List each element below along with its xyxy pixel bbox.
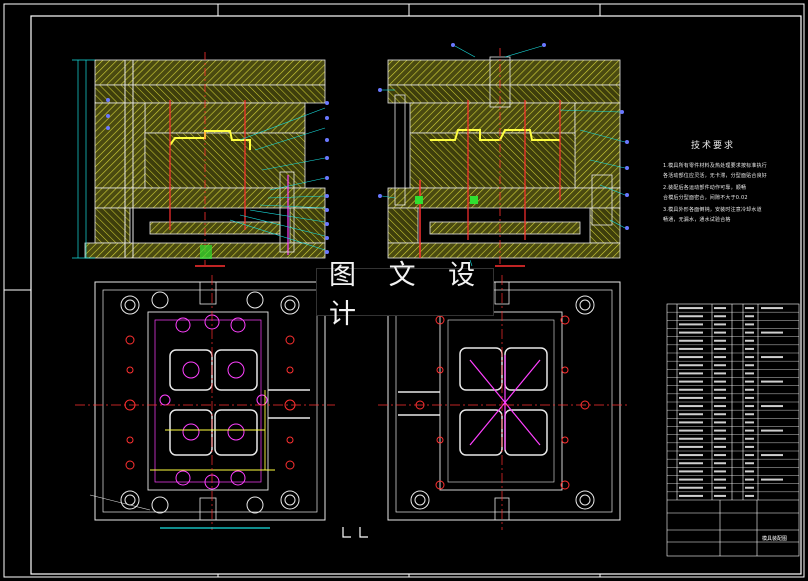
parts-cell-text <box>761 380 783 383</box>
parts-cell-text <box>679 470 703 473</box>
parts-cell-text <box>714 364 726 367</box>
parts-cell-text <box>679 315 703 318</box>
parts-cell-text <box>745 347 754 350</box>
plan-view-left <box>75 275 335 530</box>
parts-cell-text <box>714 494 726 497</box>
parts-cell-text <box>714 396 726 399</box>
parts-cell-text <box>679 454 703 457</box>
parts-cell-text <box>679 429 703 432</box>
parts-cell-text <box>679 413 703 416</box>
parts-cell-text <box>745 413 754 416</box>
parts-cell-text <box>745 331 754 334</box>
note-line: 2.装配后各运动部件动作可靠，顺畅 <box>663 185 747 191</box>
parts-cell-text <box>679 380 703 383</box>
parts-cell-text <box>745 372 754 375</box>
parts-cell-text <box>714 454 726 457</box>
parts-cell-text <box>745 364 754 367</box>
parts-cell-text <box>679 372 703 375</box>
sheet-inner-border <box>30 15 802 575</box>
watermark-label: 图 文 设 计 <box>316 260 494 330</box>
parts-cell-text <box>745 307 754 310</box>
parts-cell-text <box>745 437 754 440</box>
parts-cell-text <box>714 470 726 473</box>
parts-cell-text <box>745 405 754 408</box>
parts-cell-text <box>714 380 726 383</box>
parts-cell-text <box>679 347 703 350</box>
parts-cell-text <box>679 437 703 440</box>
parts-cell-text <box>714 429 726 432</box>
parts-cell-text <box>714 405 726 408</box>
parts-cell-text <box>679 494 703 497</box>
parts-cell-text <box>679 486 703 489</box>
parts-cell-text <box>679 396 703 399</box>
section-view-left <box>72 52 329 267</box>
note-line: 各活动部位应灵活，无卡滞，分型面贴合良好 <box>663 173 768 179</box>
parts-cell-text <box>761 405 783 408</box>
parts-cell-text <box>745 445 754 448</box>
parts-cell-text <box>745 462 754 465</box>
parts-cell-text <box>679 462 703 465</box>
note-line: 1.模具所有零件材料及热处理要求按标准执行 <box>663 163 767 169</box>
title-block-label: 模具装配图 <box>762 535 787 542</box>
parts-cell-text <box>714 413 726 416</box>
parts-cell-text <box>745 429 754 432</box>
parts-cell-text <box>679 478 703 481</box>
parts-cell-text <box>679 331 703 334</box>
parts-cell-text <box>761 429 783 432</box>
parts-cell-text <box>761 454 783 457</box>
parts-cell-text <box>679 445 703 448</box>
note-line: 合模后分型面密合，间隙不大于0.02 <box>663 195 748 201</box>
note-line: 畅通，无漏水，通水试验合格 <box>663 217 731 223</box>
section-view-right <box>378 43 629 267</box>
parts-cell-text <box>714 388 726 391</box>
parts-cell-text <box>714 445 726 448</box>
parts-cell-text <box>745 470 754 473</box>
parts-cell-text <box>745 323 754 326</box>
parts-cell-text <box>714 307 726 310</box>
parts-cell-text <box>745 396 754 399</box>
parts-list-rows <box>667 307 799 497</box>
parts-cell-text <box>714 339 726 342</box>
parts-cell-text <box>714 462 726 465</box>
parts-cell-text <box>761 356 783 359</box>
parts-cell-text <box>745 339 754 342</box>
technical-notes-title: 技术要求 <box>691 141 736 151</box>
parts-cell-text <box>745 454 754 457</box>
parts-cell-text <box>679 421 703 424</box>
parts-cell-text <box>679 364 703 367</box>
parts-cell-text <box>714 331 726 334</box>
parts-cell-text <box>761 331 783 334</box>
parts-cell-text <box>745 478 754 481</box>
section-cut-markers <box>342 527 368 538</box>
parts-cell-text <box>714 315 726 318</box>
parts-cell-text <box>714 347 726 350</box>
parts-cell-text <box>745 380 754 383</box>
parts-cell-text <box>745 356 754 359</box>
parts-cell-text <box>745 388 754 391</box>
parts-cell-text <box>714 372 726 375</box>
parts-cell-text <box>679 339 703 342</box>
parts-cell-text <box>745 315 754 318</box>
note-line: 3.模具外形各面倒钝，安装时注意冷却水道 <box>663 207 762 213</box>
parts-cell-text <box>714 478 726 481</box>
parts-cell-text <box>679 405 703 408</box>
parts-cell-text <box>714 323 726 326</box>
parts-cell-text <box>679 307 703 310</box>
parts-cell-text <box>679 323 703 326</box>
parts-cell-text <box>745 486 754 489</box>
parts-cell-text <box>714 437 726 440</box>
parts-cell-text <box>714 486 726 489</box>
parts-cell-text <box>761 478 783 481</box>
parts-cell-text <box>745 421 754 424</box>
border-ticks <box>4 4 601 577</box>
parts-cell-text <box>679 356 703 359</box>
parts-cell-text <box>761 307 783 310</box>
parts-cell-text <box>679 388 703 391</box>
parts-cell-text <box>714 421 726 424</box>
parts-cell-text <box>745 494 754 497</box>
parts-cell-text <box>714 356 726 359</box>
